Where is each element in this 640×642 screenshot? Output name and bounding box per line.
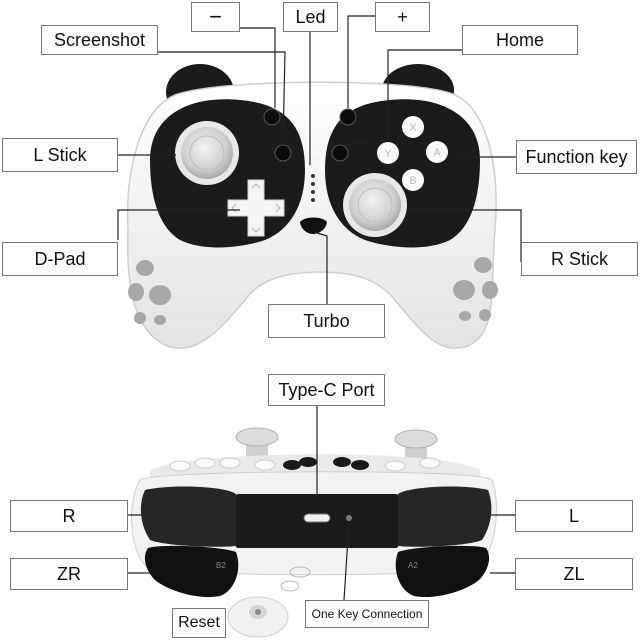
leader-lines	[117, 15, 522, 601]
l-stick-label: L Stick	[2, 138, 118, 172]
r-stick-label: R Stick	[521, 242, 638, 276]
d-pad-label: D-Pad	[2, 242, 118, 276]
minus-label: −	[191, 2, 240, 32]
zr-label: ZR	[10, 558, 128, 590]
l-stick	[181, 127, 233, 179]
zr-trigger	[144, 545, 239, 598]
left-paw	[128, 260, 171, 325]
b-button-letter: B	[409, 175, 416, 187]
x-button	[402, 116, 424, 138]
turbo-label: Turbo	[268, 304, 385, 338]
d-pad	[227, 179, 285, 237]
one-key-connection-label: One Key Connection	[305, 600, 429, 628]
led-indicators	[311, 174, 315, 202]
back-view: B2 A2	[131, 427, 497, 638]
led-label: Led	[283, 2, 338, 32]
y-button	[377, 142, 399, 164]
back-r-stick	[394, 429, 438, 449]
reset-ring-small	[289, 566, 311, 578]
minus-button	[263, 108, 281, 126]
r-label: R	[10, 500, 128, 532]
screenshot-button	[274, 144, 292, 162]
connection-pinhole	[346, 515, 352, 521]
x-button-letter: X	[409, 122, 417, 134]
function-key-label: Function key	[516, 140, 637, 174]
home-button	[331, 144, 349, 162]
a-button-letter: A	[433, 147, 441, 159]
reset-ring-mid	[280, 580, 300, 592]
screenshot-label: Screenshot	[41, 25, 158, 55]
home-label: Home	[462, 25, 578, 55]
l-bumper	[398, 486, 492, 547]
r-bumper	[140, 486, 236, 547]
type-c-port	[303, 513, 331, 523]
b-button	[402, 169, 424, 191]
zl-trigger	[395, 545, 490, 598]
reset-label: Reset	[172, 608, 226, 638]
turbo-button	[300, 217, 327, 234]
type-c-port-label: Type-C Port	[268, 374, 385, 406]
plus-label: +	[375, 2, 430, 32]
a2-mark: A2	[408, 561, 418, 570]
front-view: X Y A B	[126, 64, 498, 350]
plus-button	[339, 108, 357, 126]
back-l-stick	[235, 427, 279, 447]
y-button-letter: Y	[384, 148, 392, 160]
right-paw	[453, 257, 498, 321]
l-label: L	[515, 500, 633, 532]
r-stick	[349, 179, 401, 231]
a-button	[426, 141, 448, 163]
b2-mark: B2	[216, 561, 226, 570]
zl-label: ZL	[515, 558, 633, 590]
face-buttons: X Y A B	[377, 116, 448, 191]
